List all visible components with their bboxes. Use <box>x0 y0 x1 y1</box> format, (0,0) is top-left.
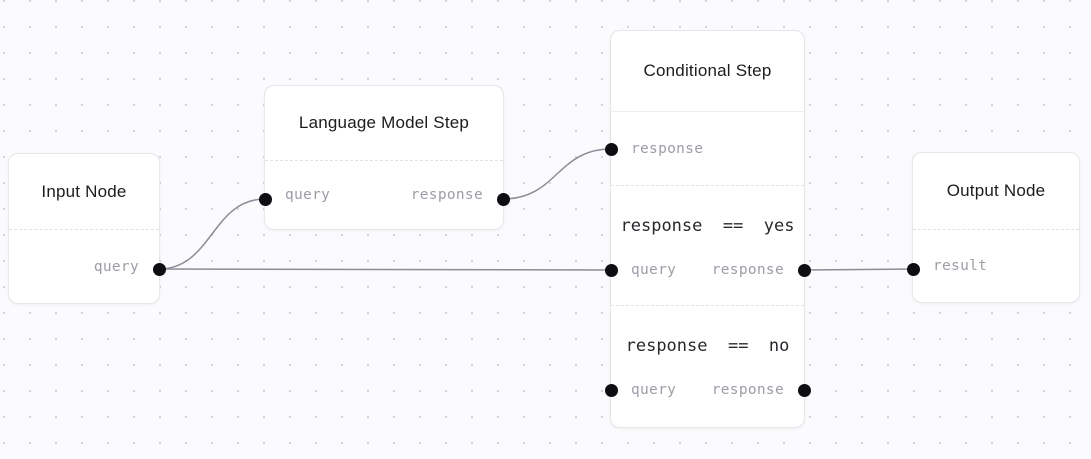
node-language-model-step[interactable]: Language Model Step query response <box>258 85 510 230</box>
node-conditional-step[interactable]: Conditional Step response response == ye… <box>604 30 811 428</box>
port-handle-no-response-output[interactable] <box>797 383 811 397</box>
port-label-response: response <box>711 382 784 398</box>
edge-llm.response-to-conditional.response[interactable] <box>502 148 612 200</box>
branch-no: response == no query response <box>611 306 804 427</box>
port-handle-yes-query-input[interactable] <box>604 263 618 277</box>
port-label-query: query <box>93 258 139 275</box>
condition-label-no: response == no <box>625 336 790 356</box>
port-handle-response-output[interactable] <box>496 192 510 206</box>
port-handle-result-input[interactable] <box>906 262 920 276</box>
node-llm-title: Language Model Step <box>265 86 503 161</box>
port-handle-query-output[interactable] <box>152 262 166 276</box>
port-handle-response-input[interactable] <box>604 142 618 156</box>
edge-input.query-to-conditional.yes.query[interactable] <box>158 268 612 271</box>
port-label-response: response <box>711 262 784 278</box>
node-output[interactable]: Output Node result <box>906 152 1080 303</box>
port-row: query response <box>611 256 804 284</box>
node-input-title: Input Node <box>9 154 159 230</box>
port-row: query response <box>611 376 804 404</box>
port-row: query <box>9 230 159 303</box>
port-label-response: response <box>631 140 704 157</box>
node-input[interactable]: Input Node query <box>8 153 166 304</box>
port-label-query: query <box>631 382 677 398</box>
branch-yes: response == yes query response <box>611 186 804 306</box>
port-label-query: query <box>631 262 677 278</box>
port-label-result: result <box>933 258 988 274</box>
port-label-query: query <box>285 187 331 203</box>
edge-conditional.yes.response-to-output.result[interactable] <box>803 268 914 271</box>
port-row: query response <box>265 161 503 229</box>
port-handle-no-query-input[interactable] <box>604 383 618 397</box>
node-output-title: Output Node <box>913 153 1079 230</box>
port-handle-yes-response-output[interactable] <box>797 263 811 277</box>
edge-input.query-to-llm.query[interactable] <box>158 198 266 270</box>
condition-label-yes: response == yes <box>620 216 795 236</box>
port-row: response <box>611 112 804 186</box>
port-row: result <box>913 230 1079 302</box>
node-conditional-title: Conditional Step <box>611 31 804 112</box>
port-label-response: response <box>410 187 483 203</box>
port-handle-query-input[interactable] <box>258 192 272 206</box>
